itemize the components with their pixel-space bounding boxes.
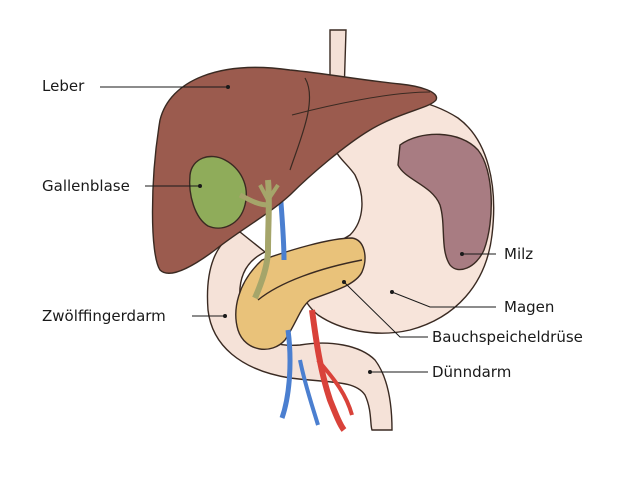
leader-dot-pancreas <box>342 280 346 284</box>
vein-branch <box>298 359 320 426</box>
leader-dot-liver <box>226 85 230 89</box>
leader-stomach <box>391 291 496 308</box>
leader-dot-stomach <box>390 290 394 294</box>
label-duodenum: Zwölffingerdarm <box>42 307 166 325</box>
label-small-intestine: Dünndarm <box>432 363 512 381</box>
leader-pancreas <box>343 281 428 338</box>
label-pancreas: Bauchspeicheldrüse <box>432 328 583 346</box>
leader-dot-spleen <box>460 252 464 256</box>
label-spleen: Milz <box>504 245 534 263</box>
label-gallbladder: Gallenblase <box>42 177 130 195</box>
gallbladder <box>188 155 247 229</box>
vein <box>279 329 293 419</box>
liver-ligament-line <box>291 91 431 116</box>
leader-dot-gallbladder <box>198 184 202 188</box>
cystic-duct <box>238 192 269 208</box>
hepatic-duct-branch <box>258 183 280 204</box>
leader-dot-duodenum <box>223 314 227 318</box>
artery-branch <box>316 358 354 416</box>
label-stomach: Magen <box>504 298 555 316</box>
leader-dot-small-intestine <box>368 370 372 374</box>
pancreatic-duct <box>257 259 363 301</box>
liver-lobe-line <box>289 77 311 171</box>
spleen <box>397 133 492 271</box>
label-liver: Leber <box>42 77 85 95</box>
artery <box>309 309 347 432</box>
